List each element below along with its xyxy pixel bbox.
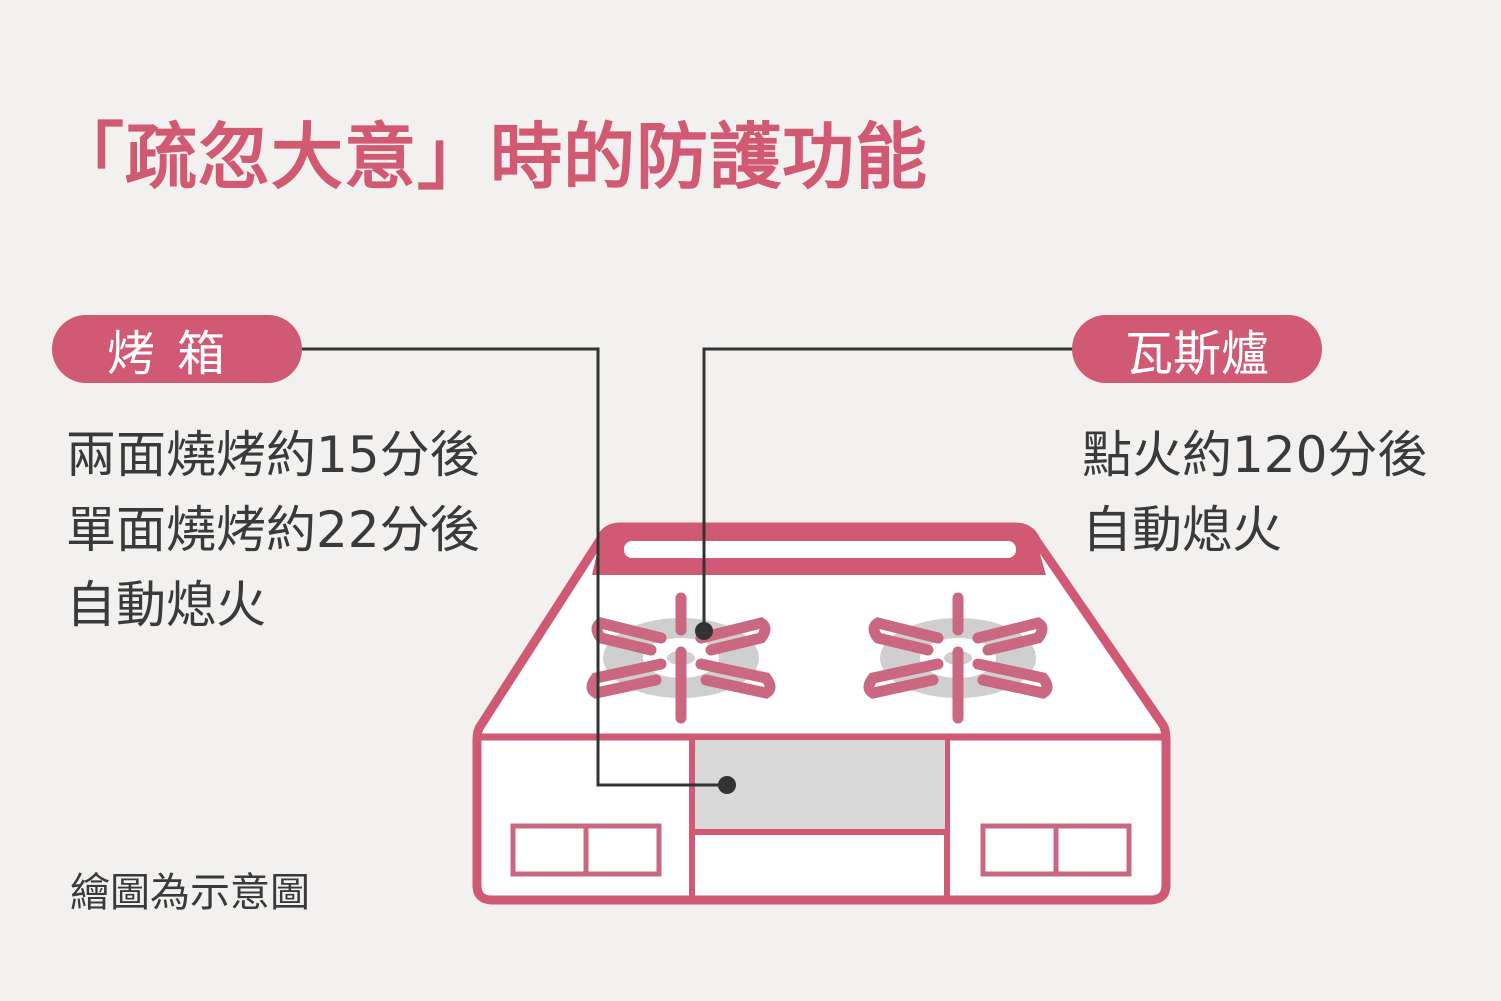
burner-left xyxy=(586,592,776,724)
page-title: 「疏忽大意」時的防護功能 xyxy=(52,115,929,199)
stove-body xyxy=(472,522,1171,905)
oven-line-1: 兩面燒烤約15分後 xyxy=(66,426,480,484)
gas-leader-line xyxy=(702,347,1072,631)
gas-line-1: 點火約120分後 xyxy=(1082,426,1428,484)
leader-lines xyxy=(302,347,1072,787)
gas-pointer-dot xyxy=(695,622,713,640)
oven-label-badge: 烤箱 xyxy=(52,315,302,383)
oven-window xyxy=(695,740,945,829)
gas-stove-description: 點火約120分後 自動熄火 xyxy=(1082,418,1427,568)
oven-line-3: 自動熄火 xyxy=(66,576,266,634)
oven-line-2: 單面燒烤約22分後 xyxy=(66,501,480,559)
gas-line-2: 自動熄火 xyxy=(1082,501,1282,559)
gas-stove-label-badge: 瓦斯爐 xyxy=(1072,315,1322,383)
oven-description: 兩面燒烤約15分後 單面燒烤約22分後 自動熄火 xyxy=(66,418,480,643)
illustration-note: 繪圖為示意圖 xyxy=(70,870,310,916)
oven-leader-line xyxy=(302,347,727,787)
oven-pointer-dot xyxy=(718,776,736,794)
